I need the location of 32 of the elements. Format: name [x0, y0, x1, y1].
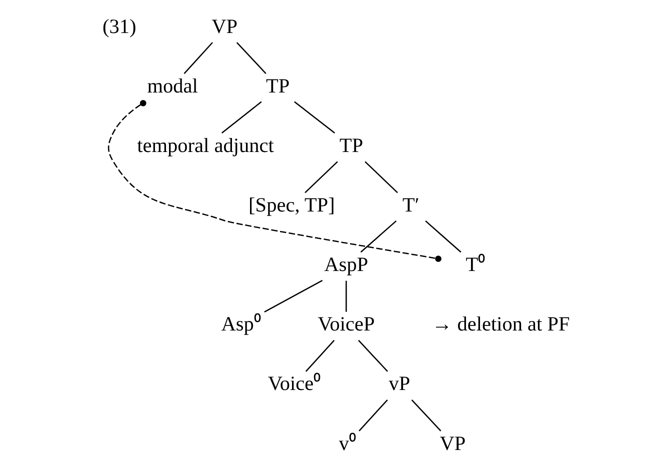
node-text: T′: [402, 194, 420, 216]
connector: [360, 220, 397, 252]
connector: [364, 160, 398, 193]
node-text: VP: [440, 432, 466, 454]
node-text: Asp⁰: [221, 313, 261, 336]
node-text: modal: [147, 74, 198, 97]
connector: [108, 99, 442, 262]
node-text: AspP: [324, 254, 368, 276]
connector: [358, 399, 388, 431]
connector: [184, 42, 213, 74]
label: → deletion at PF: [432, 313, 570, 336]
connector: [221, 100, 262, 133]
connector: [358, 339, 388, 372]
node-text: TP: [266, 74, 290, 97]
node-text: T⁰: [466, 254, 486, 276]
node-text: VP: [212, 15, 238, 38]
node-text: VoiceP: [318, 313, 375, 336]
node-text: v⁰: [338, 432, 356, 454]
connector: [294, 100, 336, 133]
label: (31): [102, 15, 136, 38]
connector: [346, 280, 347, 312]
node-text: [Spec, TP]: [248, 194, 335, 216]
node-text: vP: [388, 372, 410, 395]
node-text: TP: [339, 134, 364, 156]
node-text: Voice⁰: [268, 372, 321, 395]
connector: [304, 160, 338, 193]
connector: [411, 398, 442, 431]
connector: [264, 279, 323, 312]
connector: [236, 42, 266, 74]
connector: [305, 339, 335, 372]
connector: [425, 220, 462, 252]
node-text: temporal adjunct: [137, 134, 274, 156]
